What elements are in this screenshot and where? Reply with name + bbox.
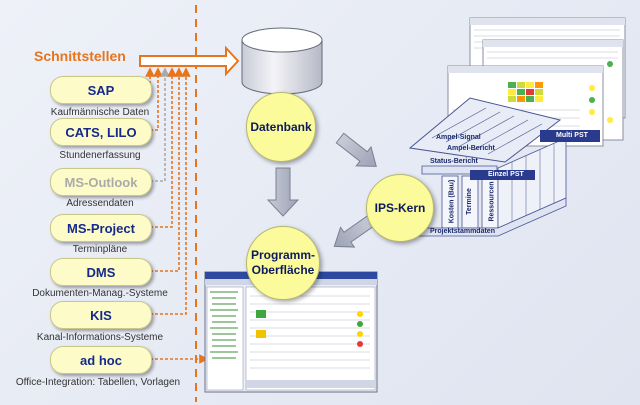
source-caption-ad-hoc: Office-Integration: Tabellen, Vorlagen [15,377,181,388]
app-window [204,271,378,393]
node-datenbank-label: Datenbank [250,120,312,134]
source-caption-ms-project: Terminpläne [72,244,128,255]
house-label-ampel-signal: Ampel-Signal [436,134,481,141]
node-datenbank: Datenbank [246,92,316,162]
house-label-status-bericht: Status-Bericht [430,158,478,165]
house-tag-multi-pst: Multi PST [556,132,588,139]
source-pill-ms-outlook: MS-Outlook [50,168,152,196]
house-base-projektstammdaten: Projektstammdaten [430,228,495,235]
house-pillar-ressourcen: Ressourcen [488,181,496,222]
source-caption-ms-outlook: Adressendaten [66,198,134,209]
node-ui-label-line2: Oberfläche [251,263,315,277]
source-pill-ad-hoc: ad hoc [50,346,152,374]
source-pill-kis: KIS [50,301,152,329]
flow-arrow-db-to-core [335,132,377,167]
node-ips-kern-label: IPS-Kern [374,201,426,215]
connector-lines [145,67,209,364]
source-pill-cats-lilo: CATS, LILO [50,118,152,146]
source-pill-sap: SAP [50,76,152,104]
interfaces-heading: Schnittstellen [34,48,126,64]
source-caption-cats-lilo: Stundenerfassung [59,150,141,161]
node-ui-label-line1: Programm- [250,248,315,262]
source-pill-ms-project: MS-Project [50,214,152,242]
ips-house [408,97,600,237]
source-pill-dms: DMS [50,258,152,286]
report-color-grid [508,82,543,102]
source-caption-sap: Kaufmännische Daten [50,107,150,118]
flow-arrow-db-to-ui [266,167,300,217]
source-caption-dms: Dokumenten-Manag.-Systeme [32,288,168,299]
flow-arrow-core-to-ui [333,214,377,248]
house-pillar-kosten: Kosten (Bau) [448,179,456,224]
house-label-ampel-bericht: Ampel-Bericht [447,145,495,152]
main-arrow [139,45,240,77]
house-tag-einzel-pst: Einzel PST [488,171,524,178]
node-programm-oberflaeche: Programm- Oberfläche [246,226,320,300]
node-ips-kern: IPS-Kern [366,174,434,242]
database-cylinder [241,27,323,95]
source-caption-kis: Kanal-Informations-Systeme [36,332,164,343]
house-pillar-termine: Termine [465,188,473,215]
